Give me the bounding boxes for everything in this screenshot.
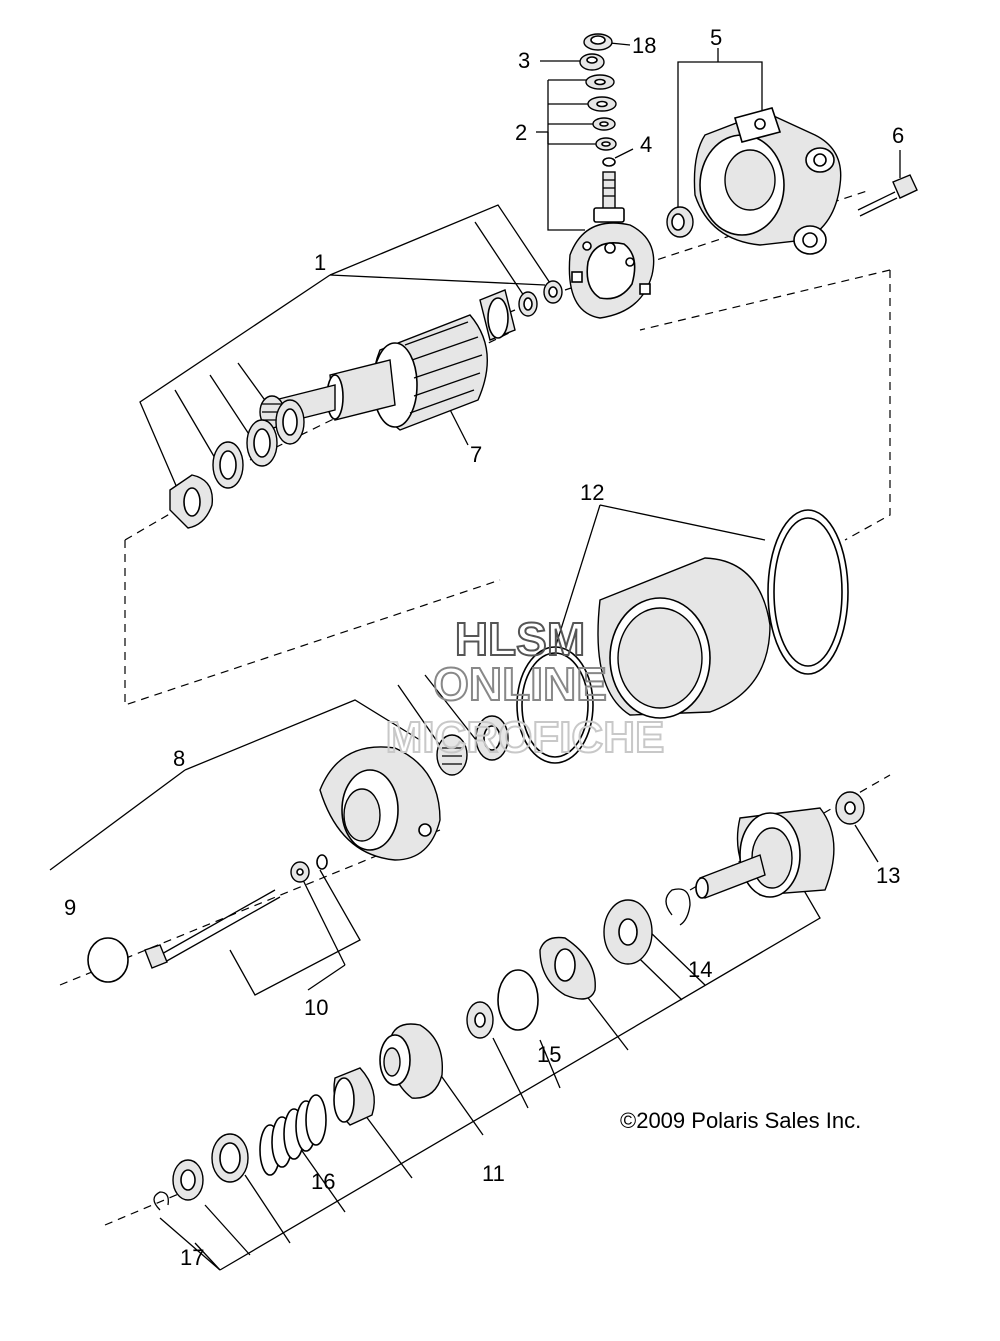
armature-7 bbox=[259, 289, 516, 431]
callout-16: 16 bbox=[311, 1169, 335, 1194]
sleeve bbox=[333, 1067, 375, 1126]
retaining-clip-14 bbox=[603, 888, 691, 965]
copyright-text: ©2009 Polaris Sales Inc. bbox=[620, 1108, 861, 1133]
clutch-segment bbox=[539, 936, 596, 1000]
watermark-line-3: MICROFICHE bbox=[386, 713, 665, 762]
callout-15: 15 bbox=[537, 1042, 561, 1067]
callout-9: 9 bbox=[64, 895, 76, 920]
callout-11: 11 bbox=[482, 1161, 505, 1186]
callout-6: 6 bbox=[892, 123, 904, 148]
callout-13: 13 bbox=[876, 863, 900, 888]
callout-5: 5 bbox=[710, 25, 722, 50]
washer-small bbox=[466, 1001, 494, 1039]
front-cover-8 bbox=[319, 715, 509, 861]
armature-washers-right bbox=[518, 280, 563, 317]
nut-3 bbox=[579, 53, 605, 71]
pinion-gear-11 bbox=[379, 1023, 444, 1099]
armature-washers-left bbox=[169, 399, 305, 529]
brush-plate bbox=[568, 222, 655, 319]
callout-18: 18 bbox=[632, 33, 656, 58]
callout-7: 7 bbox=[470, 442, 482, 467]
callout-4: 4 bbox=[640, 132, 652, 157]
callout-17: 17 bbox=[180, 1245, 204, 1270]
callout-1: 1 bbox=[314, 250, 326, 275]
terminal-stud bbox=[593, 171, 625, 223]
rear-housing-5 bbox=[693, 107, 842, 255]
washer-set-2 bbox=[585, 74, 617, 151]
callout-12: 12 bbox=[580, 480, 604, 505]
stopper bbox=[211, 1133, 249, 1183]
flange-nut-18 bbox=[583, 33, 613, 51]
bolt-6 bbox=[857, 174, 918, 217]
through-bolt-10 bbox=[144, 854, 328, 969]
callout-3: 3 bbox=[518, 48, 530, 73]
cap-9 bbox=[87, 937, 129, 983]
callout-10: 10 bbox=[304, 995, 328, 1020]
spring-ring-15 bbox=[497, 969, 539, 1031]
bushing bbox=[666, 206, 694, 238]
collar bbox=[172, 1159, 204, 1201]
gear-shaft bbox=[695, 807, 835, 899]
callout-2: 2 bbox=[515, 120, 527, 145]
watermark-line-2: ONLINE bbox=[433, 658, 607, 710]
yoke-12 bbox=[516, 509, 849, 764]
callout-labels: 1 2 3 4 5 6 7 8 9 10 11 12 13 14 15 16 1… bbox=[64, 25, 904, 1270]
callout-8: 8 bbox=[173, 746, 185, 771]
callout-14: 14 bbox=[688, 957, 712, 982]
washer-13 bbox=[835, 791, 865, 825]
watermark: HLSM ONLINE MICROFICHE bbox=[385, 612, 666, 763]
spring-16 bbox=[259, 1094, 327, 1176]
watermark-line-1: HLSM bbox=[455, 613, 585, 665]
circlip-17 bbox=[153, 1191, 169, 1211]
o-ring-4 bbox=[602, 157, 616, 167]
